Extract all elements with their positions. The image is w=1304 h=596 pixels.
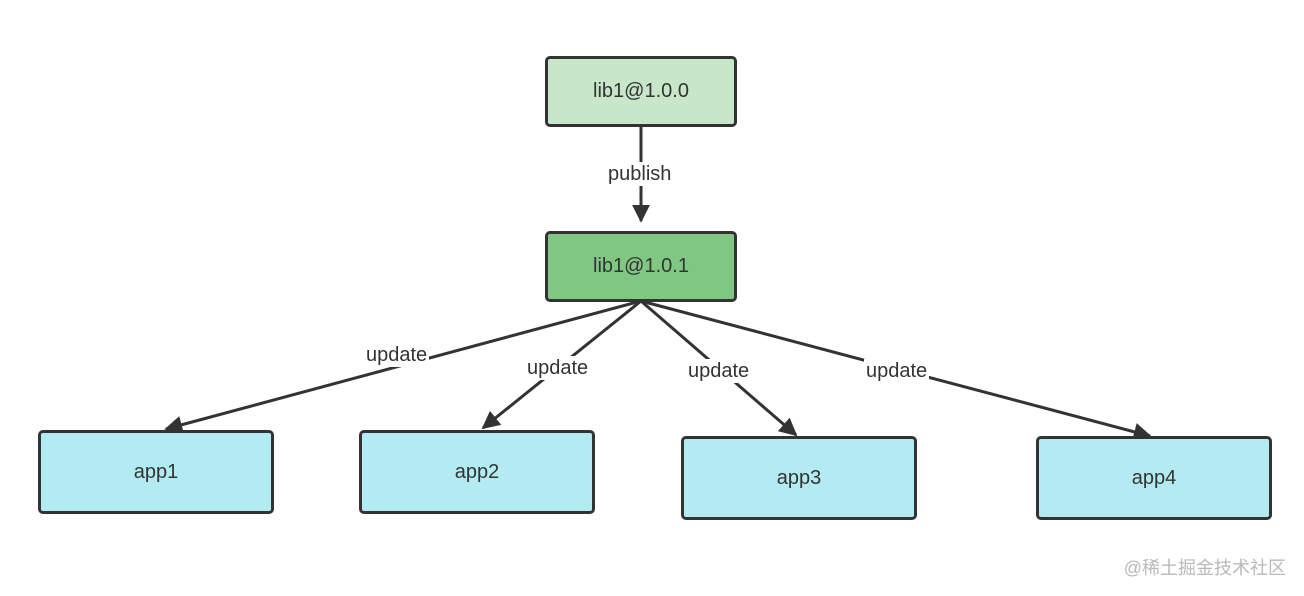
node-app1-label: app1 — [133, 460, 179, 483]
node-app2-label: app2 — [454, 460, 500, 483]
node-lib1-1-0-0-label: lib1@1.0.0 — [593, 80, 689, 102]
node-app3-label: app3 — [776, 466, 822, 489]
edge-label-update-app3: update — [686, 359, 752, 383]
node-app2: app2 — [359, 430, 595, 514]
edge-label-update-app2: update — [525, 356, 591, 380]
node-lib1-1-0-1-label: lib1@1.0.1 — [593, 255, 689, 277]
node-app4: app4 — [1036, 436, 1272, 520]
node-app3: app3 — [681, 436, 917, 520]
edge-label-publish: publish — [606, 162, 674, 186]
node-app1: app1 — [38, 430, 274, 514]
node-app4-label: app4 — [1131, 466, 1177, 489]
watermark-text: @稀土掘金技术社区 — [1123, 558, 1286, 578]
edge-label-update-app4: update — [864, 359, 930, 383]
edge-label-update-app1: update — [364, 343, 430, 367]
node-lib1-1-0-0: lib1@1.0.0 — [545, 56, 737, 127]
node-lib1-1-0-1: lib1@1.0.1 — [545, 231, 737, 302]
